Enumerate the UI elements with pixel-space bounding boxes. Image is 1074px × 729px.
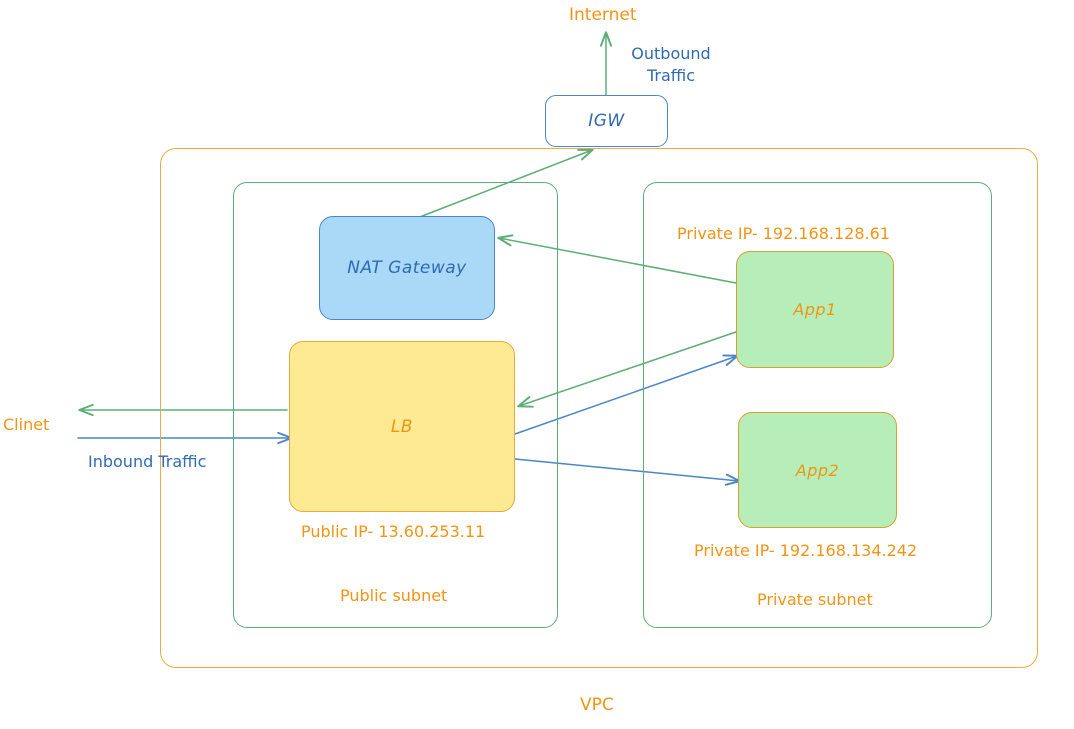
igw-node[interactable]: IGW	[545, 95, 668, 147]
public-subnet-container	[233, 182, 558, 628]
client-label: Clinet	[3, 415, 50, 434]
private-subnet-container	[643, 182, 992, 628]
app2-private-ip-label: Private IP- 192.168.134.242	[694, 541, 918, 560]
app2-label: App2	[795, 460, 840, 480]
vpc-container	[160, 148, 1038, 668]
app1-node[interactable]: App1	[736, 251, 894, 368]
inbound-traffic-label: Inbound Traffic	[88, 452, 207, 471]
vpc-label: VPC	[580, 695, 614, 715]
public-subnet-label: Public subnet	[340, 586, 448, 605]
app2-node[interactable]: App2	[738, 412, 897, 528]
load-balancer-label: LB	[390, 416, 414, 437]
internet-label: Internet	[569, 5, 637, 25]
igw-label: IGW	[588, 111, 625, 131]
app1-label: App1	[793, 300, 837, 319]
outbound-traffic-label: Outbound Traffic	[631, 44, 711, 85]
lb-public-ip-label: Public IP- 13.60.253.11	[301, 522, 486, 541]
app1-private-ip-label: Private IP- 192.168.128.61	[677, 224, 890, 243]
private-subnet-label: Private subnet	[757, 590, 873, 609]
load-balancer-node[interactable]: LB	[289, 341, 515, 512]
nat-gateway-label: NAT Gateway	[347, 258, 467, 278]
nat-gateway-node[interactable]: NAT Gateway	[319, 216, 495, 320]
